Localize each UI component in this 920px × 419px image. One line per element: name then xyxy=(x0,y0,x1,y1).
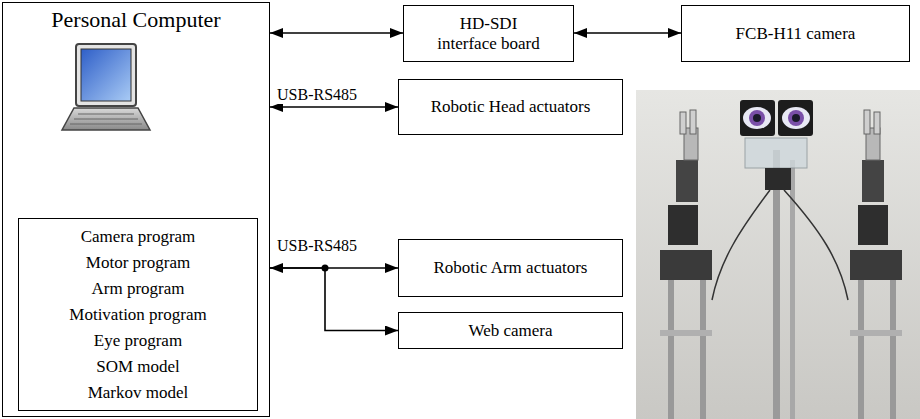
bus-label: USB-RS485 xyxy=(275,237,359,255)
connector-arrow xyxy=(574,32,681,34)
box-label: HD-SDI interface board xyxy=(430,14,547,54)
program-item: SOM model xyxy=(96,354,180,380)
box-label: FCB-H11 camera xyxy=(736,24,856,44)
actuator-box: Robotic Head actuators xyxy=(398,79,623,135)
connector-arrow xyxy=(270,32,403,34)
connector-arrow xyxy=(270,106,398,108)
box-label: Web camera xyxy=(468,321,552,341)
box-label: Robotic Arm actuators xyxy=(434,258,588,278)
box-title: Personal Computer xyxy=(3,7,269,33)
actuator-box: Robotic Arm actuators xyxy=(398,239,623,297)
program-item: Motor program xyxy=(86,250,190,276)
box-label: Robotic Head actuators xyxy=(431,97,591,117)
laptop-icon xyxy=(62,44,150,130)
program-item: Arm program xyxy=(91,276,184,302)
program-list-box: Camera programMotor programArm programMo… xyxy=(18,218,258,411)
webcam-box: Web camera xyxy=(398,312,623,349)
program-item: Eye program xyxy=(94,328,182,354)
computer-box: Personal ComputerCamera programMotor pro… xyxy=(2,2,270,417)
robot-photo xyxy=(636,90,920,419)
camera-box: FCB-H11 camera xyxy=(681,5,910,62)
connector-arrow xyxy=(270,268,398,331)
program-item: Markov model xyxy=(88,380,189,406)
program-item: Motivation program xyxy=(69,302,206,328)
interface-box: HD-SDI interface board xyxy=(403,5,574,62)
bus-label: USB-RS485 xyxy=(275,86,359,104)
program-item: Camera program xyxy=(81,224,196,250)
